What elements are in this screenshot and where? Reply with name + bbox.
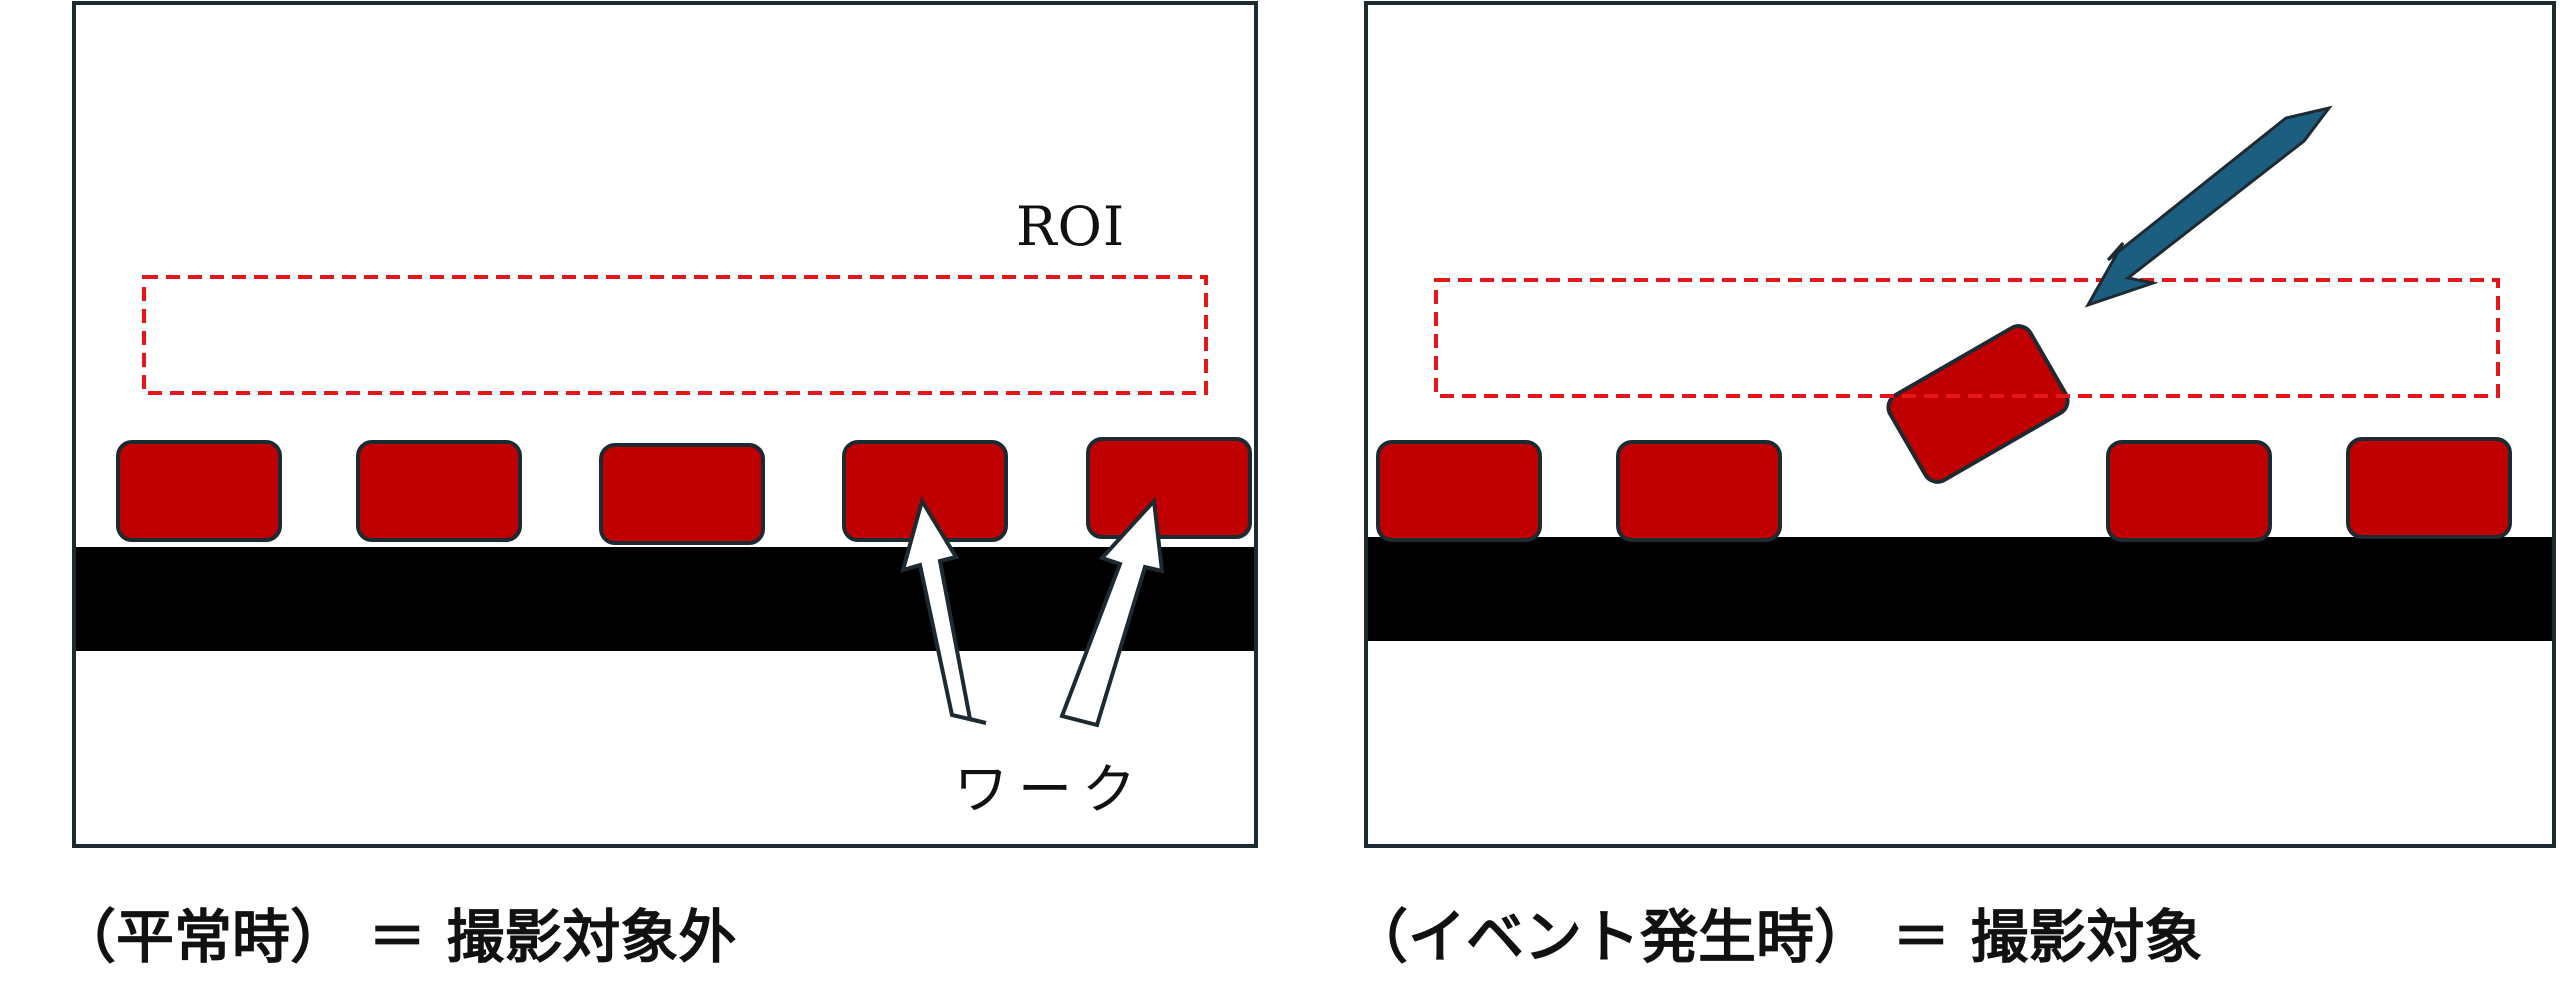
workpiece [2106,440,2272,542]
work-label: ワーク [954,758,1146,821]
conveyor-belt [1368,537,2552,641]
white-arrow-icon [900,495,987,725]
roi-region [1434,278,2500,398]
conveyor-belt [76,547,1254,651]
normal-state-panel: ROI ワーク [72,1,1258,848]
roi-region [142,275,1208,395]
blue-arrow-icon [2084,105,2333,308]
workpiece [356,440,522,542]
white-arrow-icon [1059,496,1165,728]
workpiece [1376,440,1542,542]
workpiece [599,443,765,545]
workpiece [2346,437,2512,539]
workpiece [1086,437,1252,539]
workpiece [1616,440,1782,542]
normal-state-diagram [76,275,1254,728]
workpiece [116,440,282,542]
normal-state-caption: （平常時） ＝ 撮影対象外 [58,903,737,971]
roi-label: ROI [1016,195,1126,258]
event-state-diagram [1368,105,2552,641]
event-state-caption: （イベント発生時） ＝ 撮影対象 [1350,903,2203,971]
event-state-panel [1364,1,2556,848]
tilted-workpiece [1886,324,2070,484]
